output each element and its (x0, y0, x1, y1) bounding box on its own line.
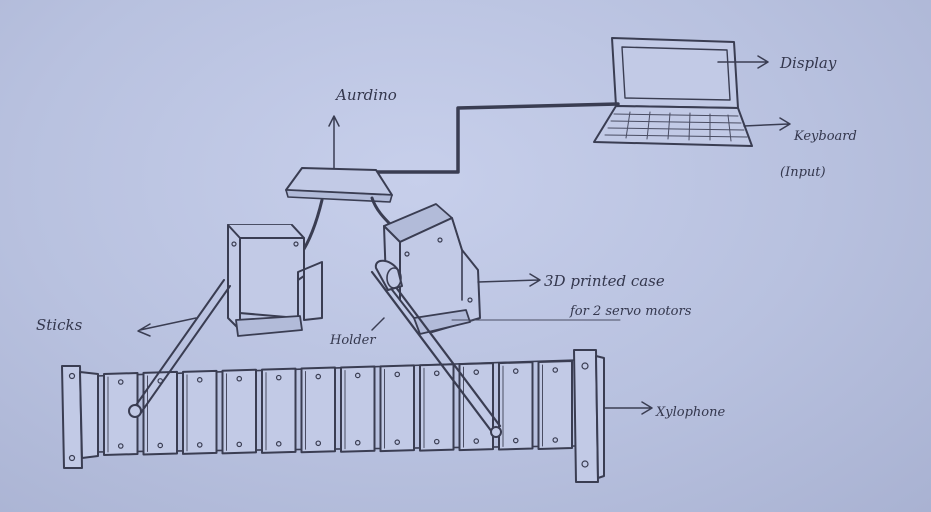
label-case-line1: 3D printed case (544, 272, 665, 290)
arduino-arrow (329, 116, 339, 168)
holder-arrow (372, 318, 384, 330)
xylophone-bar (341, 366, 375, 451)
label-input: (Input) (780, 165, 826, 180)
xylophone-bars (104, 361, 572, 455)
xylophone-end-right (574, 350, 604, 482)
xylophone-bar (262, 369, 296, 453)
arduino-board (286, 116, 392, 202)
keyboard-arrow (744, 118, 790, 130)
xylophone-bar (302, 368, 336, 453)
xylophone-bar (223, 370, 257, 454)
xylophone-end-left (62, 366, 98, 468)
case-arrow (478, 274, 540, 286)
label-holder: Holder (329, 333, 376, 348)
label-arduino: Aurdino (334, 86, 397, 104)
xylophone-bar (420, 364, 454, 450)
xylophone-bar (499, 362, 533, 449)
label-case-line2: for 2 servo motors (569, 304, 692, 319)
laptop (594, 38, 752, 146)
xylophone-bar (539, 361, 573, 449)
label-xylophone: Xylophone (655, 405, 725, 420)
label-sticks: Sticks (36, 316, 83, 334)
xylophone-bar (183, 371, 217, 454)
laptop-keyboard-deck (594, 106, 752, 146)
xylophone-arrow (604, 402, 652, 414)
xylophone-bar (381, 365, 415, 451)
xylophone (62, 350, 604, 482)
usb-cable (372, 104, 618, 172)
label-keyboard: Keyboard (793, 129, 857, 144)
xylophone-bar (460, 363, 494, 450)
label-display: Display (779, 54, 837, 72)
